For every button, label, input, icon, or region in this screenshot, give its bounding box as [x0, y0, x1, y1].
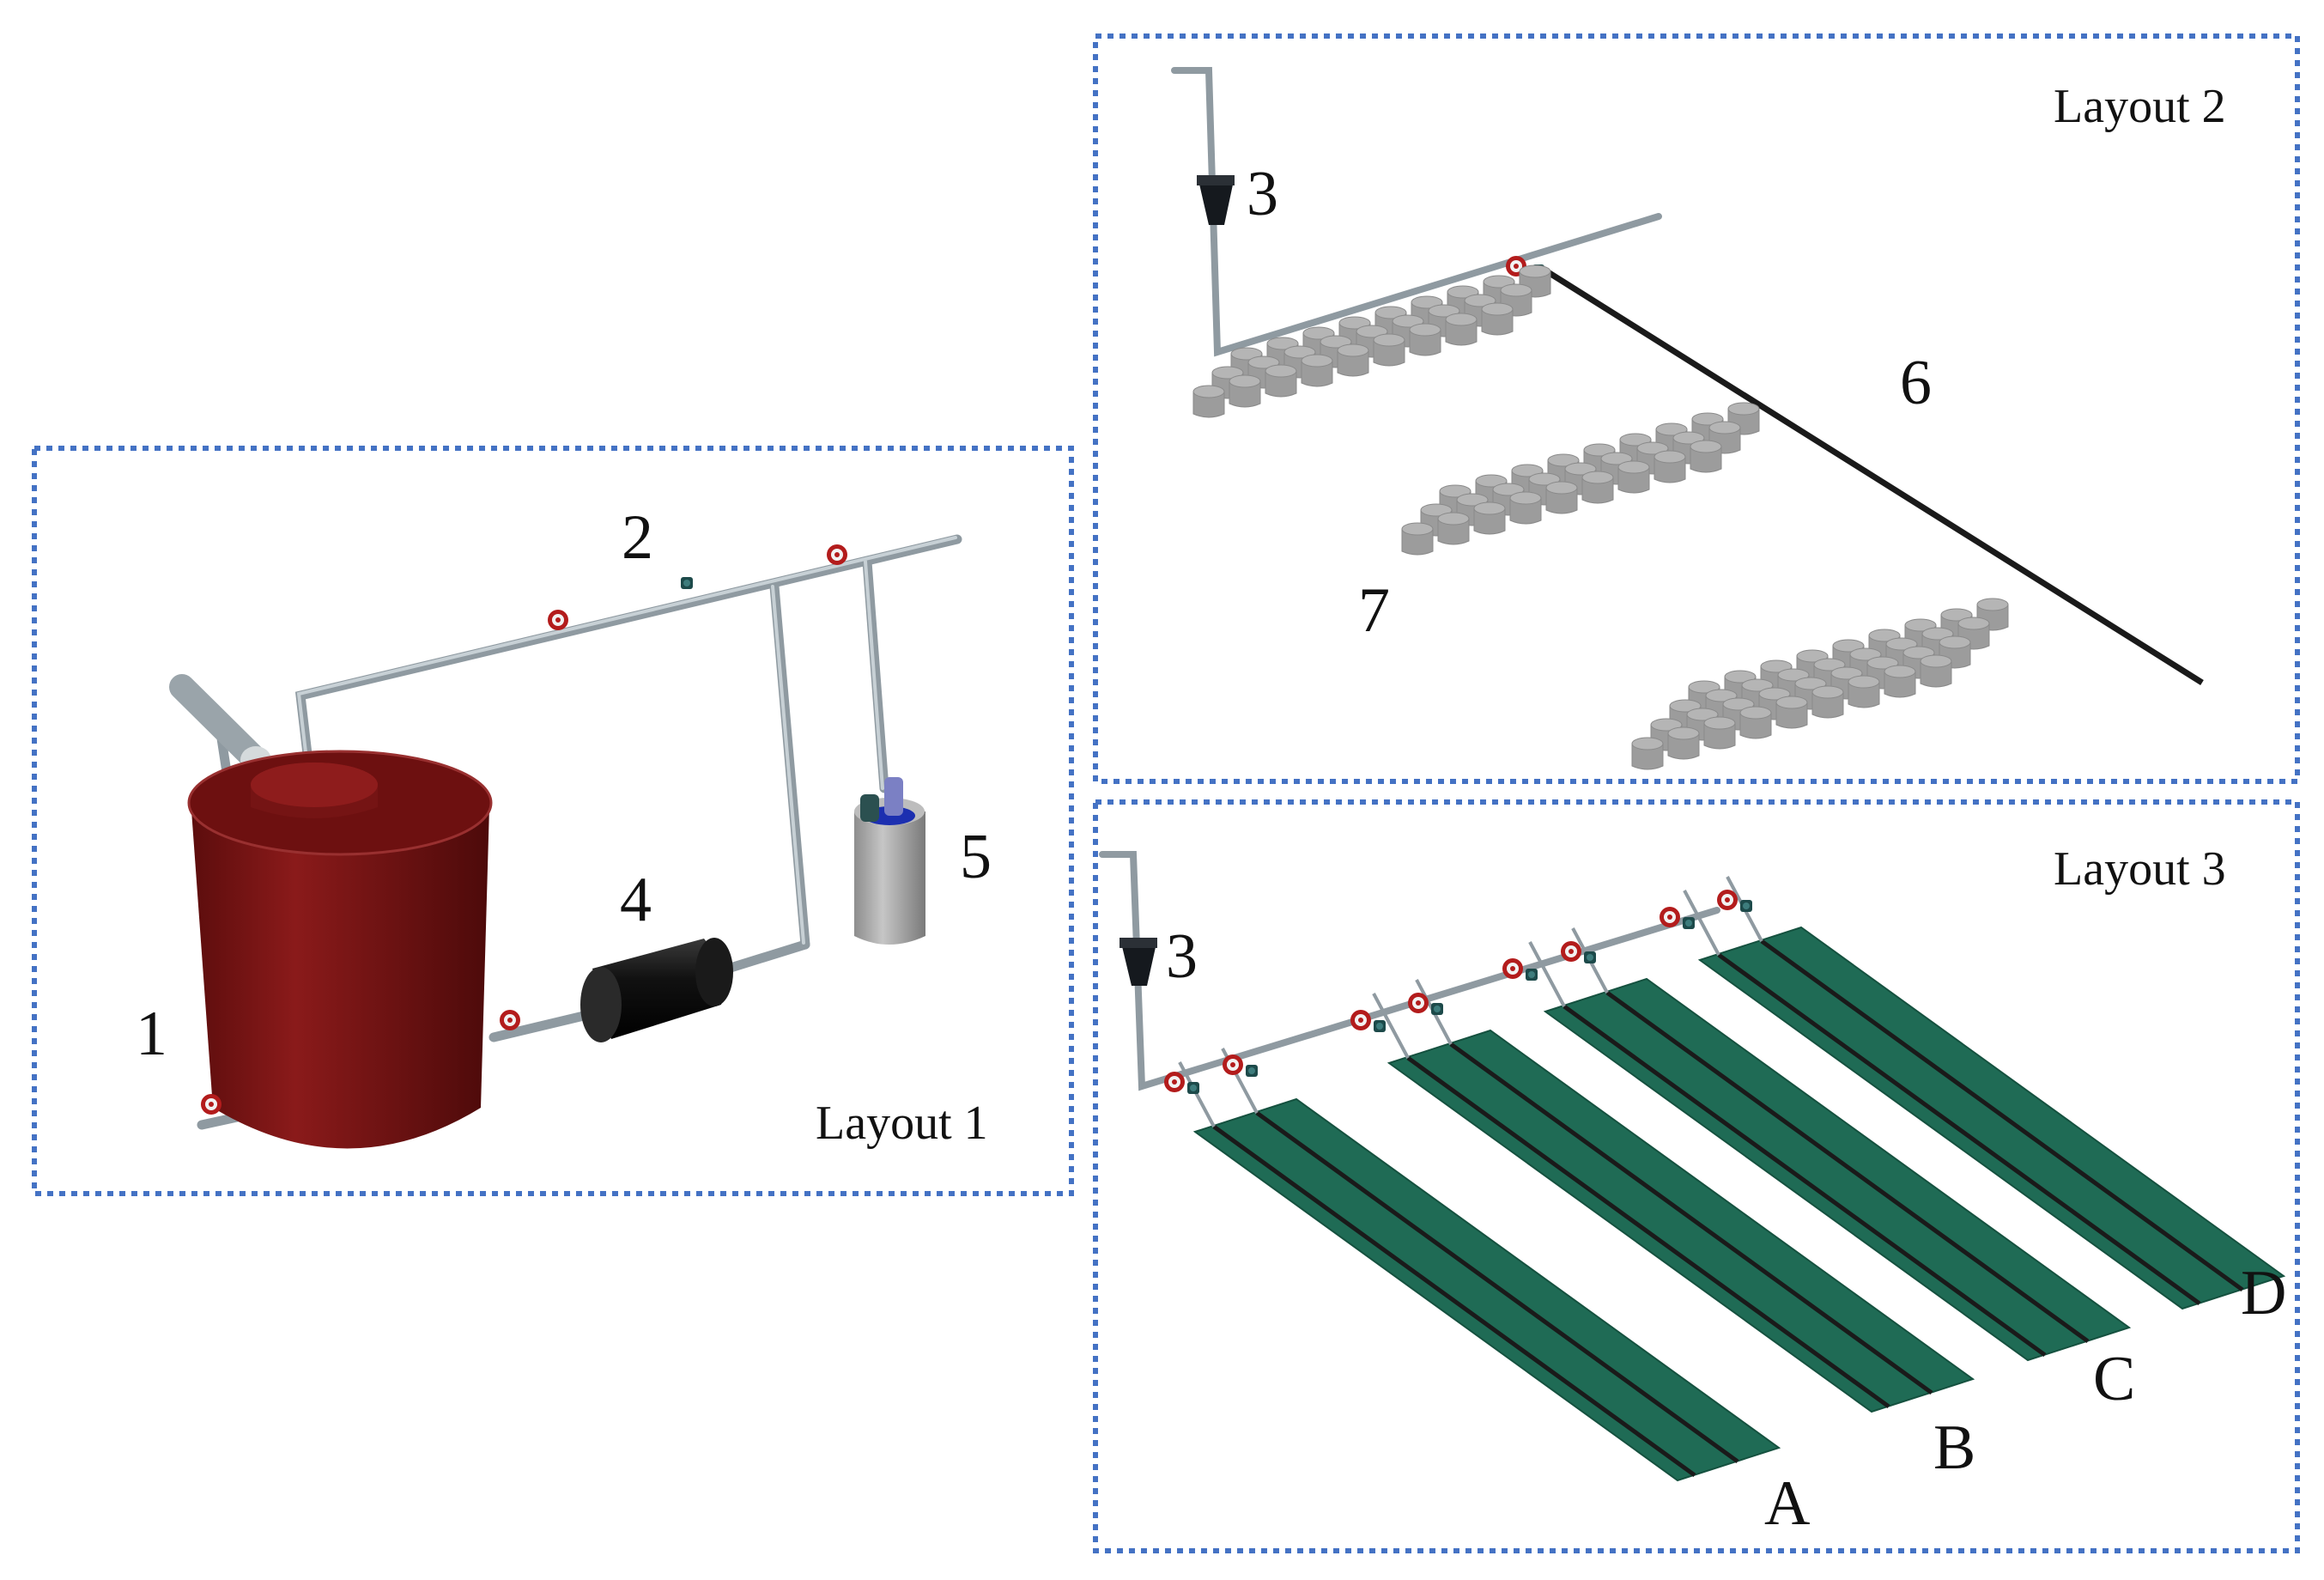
pot — [1631, 737, 1664, 770]
layout-2-title: Layout 2 — [2054, 80, 2226, 133]
crop-bed — [1192, 1097, 1781, 1482]
pot — [1739, 706, 1772, 739]
pot — [1653, 450, 1686, 483]
gate-valve-icon — [1660, 907, 1680, 927]
gate-valve-icon — [548, 610, 568, 630]
gate-valve-icon — [1561, 941, 1581, 962]
pot — [1445, 313, 1478, 346]
gate-valve-icon — [1502, 958, 1523, 979]
gate-valve-icon — [500, 1010, 520, 1030]
filter-unit — [854, 777, 925, 945]
label-3-layout-2: 3 — [1247, 159, 1278, 229]
bed-label-c: C — [2093, 1344, 2135, 1414]
pot — [1437, 512, 1470, 545]
layout-3-title: Layout 3 — [2054, 842, 2226, 896]
gate-valve-icon — [1223, 1054, 1243, 1075]
water-tank — [187, 750, 493, 1149]
flow-meter-icon — [1374, 1020, 1386, 1032]
pot — [1848, 675, 1880, 708]
gate-valve-icon — [1350, 1010, 1371, 1030]
gate-valve-icon — [1717, 890, 1738, 910]
layout-1-drawing — [169, 534, 962, 1149]
gate-valve-icon — [827, 544, 847, 565]
flow-meter-icon — [1431, 1003, 1443, 1015]
bed-label-a: A — [1764, 1468, 1810, 1539]
flow-meter-icon — [1740, 900, 1752, 912]
flow-meter-icon — [1526, 969, 1538, 981]
label-1: 1 — [136, 999, 167, 1069]
pot — [1884, 665, 1916, 698]
drip-line — [1544, 268, 2204, 685]
pot — [1265, 364, 1297, 398]
pot — [1409, 323, 1441, 356]
pot — [1581, 471, 1614, 504]
crop-beds — [1178, 876, 2286, 1482]
pot-group-2 — [1401, 402, 1760, 556]
label-2: 2 — [622, 502, 653, 573]
pot — [1401, 522, 1434, 556]
gate-valve-icon — [1408, 993, 1429, 1013]
pot — [1811, 685, 1844, 719]
layout-2-drawing — [1171, 67, 2204, 770]
gate-valve-icon — [1164, 1072, 1185, 1092]
pot — [1920, 654, 1952, 688]
label-7: 7 — [1358, 575, 1390, 646]
layout-1-title: Layout 1 — [816, 1097, 988, 1150]
pressure-regulator — [1120, 938, 1157, 986]
pot — [1373, 333, 1405, 367]
pot — [1509, 491, 1542, 525]
bed-label-d: D — [2241, 1258, 2286, 1328]
layout-3-frame — [1093, 799, 2300, 1553]
layout-3-drawing — [1099, 851, 2286, 1482]
layout-1-frame — [32, 446, 1074, 1196]
pump-motor — [580, 938, 733, 1042]
label-4: 4 — [620, 865, 652, 935]
label-5: 5 — [960, 822, 992, 892]
pot — [1481, 302, 1514, 336]
layout-2-frame — [1093, 33, 2300, 784]
flow-meter-icon — [1246, 1065, 1258, 1077]
flow-meter-icon — [1187, 1082, 1199, 1094]
pot — [1229, 374, 1261, 408]
vent-pipe — [169, 674, 269, 773]
pot — [1690, 440, 1722, 473]
label-3-layout-3: 3 — [1166, 921, 1198, 992]
gate-valve-icon — [201, 1094, 221, 1115]
flow-meter-icon — [681, 577, 693, 589]
label-6: 6 — [1900, 348, 1932, 418]
pot — [1703, 716, 1736, 750]
pot — [1473, 501, 1506, 535]
pot — [1617, 460, 1650, 494]
pressure-regulator — [1197, 175, 1235, 225]
pot — [1545, 481, 1578, 514]
pot-group-3 — [1631, 598, 2009, 770]
pot — [1192, 385, 1225, 418]
bed-label-b: B — [1933, 1413, 1975, 1483]
flow-meter-icon — [1584, 951, 1596, 963]
flow-meter-icon — [1683, 917, 1695, 929]
pot — [1775, 696, 1808, 729]
pot — [1667, 726, 1700, 760]
pot — [1337, 343, 1369, 377]
pot — [1301, 354, 1333, 387]
